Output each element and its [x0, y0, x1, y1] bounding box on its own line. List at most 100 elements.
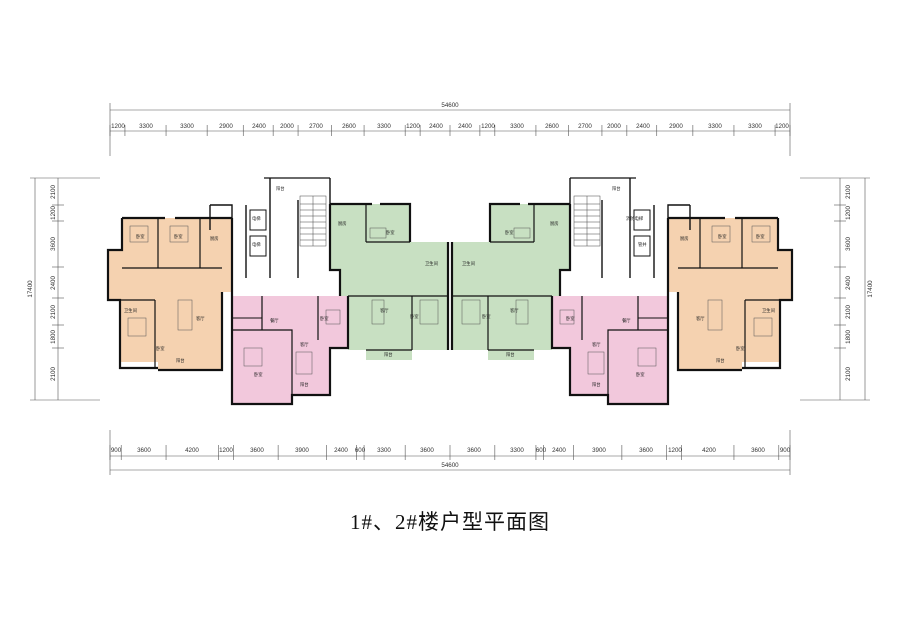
room-label: 卧室 — [386, 229, 395, 236]
dim-label: 3900 — [295, 447, 309, 454]
side-total-left: 17400 — [27, 280, 34, 298]
room-label: 卧室 — [320, 315, 329, 322]
room-label: 卧室 — [736, 345, 745, 352]
furniture — [127, 225, 773, 375]
dim-label: 2100 — [50, 367, 57, 381]
room-label: 阳台 — [384, 351, 393, 358]
room-label: 卫生间 — [425, 260, 438, 267]
dim-label: 3300 — [708, 123, 722, 130]
dim-label: 3300 — [377, 447, 391, 454]
dim-label: 3600 — [639, 447, 653, 454]
room-label: 客厅 — [380, 307, 389, 314]
room-label: 餐厅 — [270, 317, 279, 324]
room-label: 卧室 — [566, 315, 575, 322]
dim-label: 1200 — [845, 206, 852, 220]
left-dimensions — [30, 177, 100, 401]
room-label: 客厅 — [300, 341, 309, 348]
stairs — [299, 195, 601, 247]
dim-label: 2100 — [50, 185, 57, 199]
room-label: 卧室 — [254, 371, 263, 378]
dim-label: 2100 — [50, 305, 57, 319]
room-label: 厨房 — [680, 235, 689, 242]
dim-label: 2600 — [342, 123, 356, 130]
room-label: 卧室 — [410, 313, 419, 320]
room-label: 客厅 — [196, 315, 205, 322]
unit-b-right — [552, 296, 668, 404]
room-labels-left: 卧室 卧室 厨房 卫生间 卧室 客厅 阳台 电梯 电梯 阳台 餐厅 卧室 客厅 … — [124, 185, 438, 388]
dim-label: 1800 — [845, 330, 852, 344]
unit-a-left — [108, 218, 232, 370]
room-label: 阳台 — [716, 357, 725, 364]
dim-label: 2400 — [636, 123, 650, 130]
room-label: 卫生间 — [124, 307, 137, 314]
room-label: 卧室 — [136, 233, 145, 240]
dim-label: 3300 — [139, 123, 153, 130]
dim-label: 2900 — [219, 123, 233, 130]
room-label: 管井 — [638, 241, 647, 248]
room-label: 阳台 — [276, 185, 285, 192]
room-label: 电梯 — [252, 241, 261, 248]
unit-b-left — [232, 296, 348, 404]
dim-label: 2000 — [607, 123, 621, 130]
room-label: 厨房 — [338, 220, 347, 227]
unit-fills — [108, 178, 792, 404]
dim-label: 2700 — [309, 123, 323, 130]
dim-label: 3600 — [467, 447, 481, 454]
room-labels-right: 卧室 卧室 厨房 卫生间 卧室 客厅 阳台 消防电梯 管井 阳台 餐厅 卧室 客… — [462, 185, 775, 388]
room-label: 消防电梯 — [626, 215, 644, 222]
right-dimension-labels: 2100 1200 3600 2400 2100 1800 2100 17400 — [845, 185, 874, 381]
room-label: 厨房 — [550, 220, 559, 227]
dim-label: 3600 — [250, 447, 264, 454]
unit-c-right — [452, 204, 570, 360]
side-total-right: 17400 — [867, 280, 874, 298]
left-dimension-labels: 2100 1200 3600 2400 2100 1800 2100 17400 — [27, 185, 57, 381]
dim-label: 900 — [780, 447, 791, 454]
dim-label: 2700 — [578, 123, 592, 130]
room-label: 阳台 — [300, 381, 309, 388]
room-label: 卧室 — [482, 313, 491, 320]
dim-label: 2100 — [845, 185, 852, 199]
dim-label: 4200 — [702, 447, 716, 454]
room-label: 卧室 — [718, 233, 727, 240]
room-label: 电梯 — [252, 215, 261, 222]
room-label: 餐厅 — [622, 317, 631, 324]
room-label: 厨房 — [210, 235, 219, 242]
dim-label: 3300 — [377, 123, 391, 130]
dim-label: 1200 — [219, 447, 233, 454]
room-label: 卧室 — [156, 345, 165, 352]
bottom-dimension-ticks — [109, 445, 791, 460]
dim-label: 2900 — [669, 123, 683, 130]
dim-label: 2400 — [252, 123, 266, 130]
overall-width-bottom: 54600 — [441, 462, 459, 469]
top-dimension-ticks — [109, 125, 791, 136]
dim-label: 3600 — [845, 237, 852, 251]
top-dimension-labels: 1200 3300 3300 2900 2400 2000 2700 2600 … — [111, 123, 789, 130]
dim-label: 3300 — [510, 447, 524, 454]
dim-label: 3600 — [420, 447, 434, 454]
dim-label: 2400 — [552, 447, 566, 454]
room-label: 客厅 — [696, 315, 705, 322]
dim-label: 2400 — [334, 447, 348, 454]
dim-label: 3600 — [137, 447, 151, 454]
dim-label: 2400 — [845, 276, 852, 290]
dim-label: 3600 — [751, 447, 765, 454]
dim-label: 3300 — [748, 123, 762, 130]
dim-label: 1200 — [775, 123, 789, 130]
bottom-dimension-labels: 900 3600 4200 1200 3600 3900 2400 600 33… — [111, 447, 791, 454]
room-label: 卧室 — [174, 233, 183, 240]
dim-label: 2400 — [429, 123, 443, 130]
room-label: 卧室 — [505, 229, 514, 236]
walls — [106, 177, 794, 406]
room-label: 客厅 — [592, 341, 601, 348]
dim-label: 1200 — [668, 447, 682, 454]
room-label: 卫生间 — [762, 307, 775, 314]
dim-label: 1200 — [406, 123, 420, 130]
dim-label: 600 — [536, 447, 547, 454]
room-label: 阳台 — [592, 381, 601, 388]
dim-label: 2100 — [845, 367, 852, 381]
dim-label: 3900 — [592, 447, 606, 454]
room-label: 客厅 — [510, 307, 519, 314]
room-label: 卫生间 — [462, 260, 475, 267]
dim-label: 2100 — [845, 305, 852, 319]
